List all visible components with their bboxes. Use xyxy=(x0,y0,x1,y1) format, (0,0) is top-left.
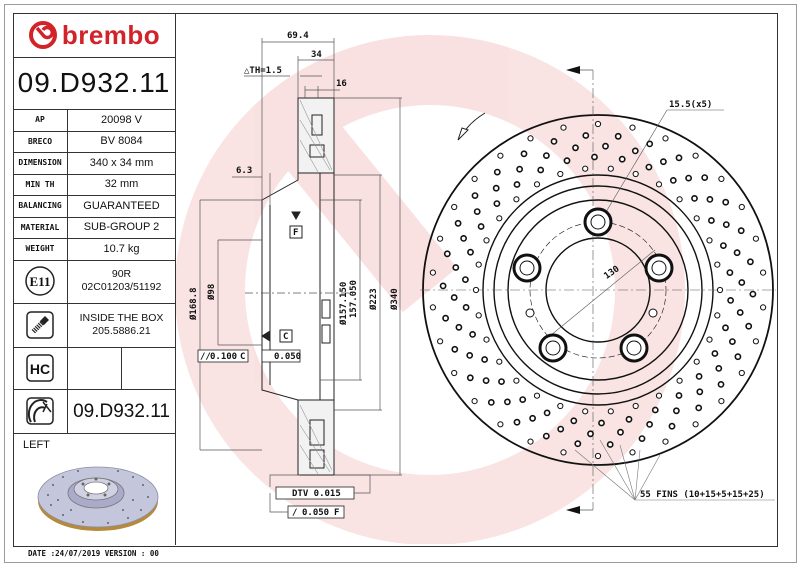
spec-key: MIN TH xyxy=(13,173,68,195)
preview-row: LEFT xyxy=(13,433,175,545)
spec-key: BALANCING xyxy=(13,195,68,217)
spec-value: SUB-GROUP 2 xyxy=(83,221,160,234)
dim-d168: Ø168.8 xyxy=(188,287,199,321)
dim-overall-width: 69.4 xyxy=(287,31,309,41)
spec-key: WEIGHT xyxy=(13,238,68,260)
approval-code: 90R xyxy=(111,268,132,280)
hardware-note: INSIDE THE BOX xyxy=(79,312,164,324)
spec-row-dimension: DIMENSION 340 x 34 mm xyxy=(13,152,175,175)
disc-3d-preview xyxy=(37,466,159,531)
dim-slot: 16 xyxy=(336,79,347,89)
screw-icon xyxy=(26,311,54,339)
spec-key: DIMENSION xyxy=(13,152,68,174)
brand-logo: brembo xyxy=(13,13,175,58)
datum-c: C xyxy=(283,332,288,342)
svg-text://: // xyxy=(200,352,211,362)
coating-row: HC xyxy=(13,347,175,390)
spec-value: 32 mm xyxy=(104,178,139,191)
svg-text:E11: E11 xyxy=(30,274,51,289)
dim-bolt-hole: 15.5(x5) xyxy=(669,100,712,110)
tol-parallel-ref: C xyxy=(240,352,245,362)
technical-drawing: 69.4 34 △TH=1.5 16 6.3 Ø168.8 Ø98 Ø157.1… xyxy=(176,31,776,544)
kit-row: 09.D932.11 xyxy=(13,389,175,434)
footer-date-version: DATE :24/07/2019 VERSION : 00 xyxy=(28,549,159,558)
side-label: LEFT xyxy=(23,439,50,451)
dim-d157b: 157.050 xyxy=(349,280,359,318)
e11-approval-icon: E11 xyxy=(25,266,55,296)
drawing-frame xyxy=(13,13,778,547)
dim-d157: Ø157.150 xyxy=(338,282,349,326)
kit-part-number: 09.D932.11 xyxy=(73,400,170,422)
spec-value: 340 x 34 mm xyxy=(89,156,154,169)
tol-parallel: 0.100 xyxy=(210,352,237,362)
spec-row-material: MATERIAL SUB-GROUP 2 xyxy=(13,216,175,239)
tol-runout: 0.050 xyxy=(302,508,329,518)
dim-d223: Ø223 xyxy=(368,288,379,311)
spec-key: BRECO xyxy=(13,130,68,152)
dim-d340: Ø340 xyxy=(389,288,400,311)
tol-flatness: 0.050 xyxy=(274,352,301,362)
sheet-border xyxy=(4,4,797,563)
hc-icon: HC xyxy=(26,354,54,382)
brand-name: brembo xyxy=(61,19,161,50)
spec-value: GUARANTEED xyxy=(83,199,160,212)
spec-row-balancing: BALANCING GUARANTEED xyxy=(13,195,175,218)
svg-text:HC: HC xyxy=(30,361,50,377)
spec-value: 10.7 kg xyxy=(103,242,140,255)
dim-hat-offset: 6.3 xyxy=(236,166,252,176)
spec-value: 20098 V xyxy=(101,113,142,126)
datum-f: F xyxy=(293,228,298,238)
part-number: 09.D932.11 xyxy=(13,57,175,110)
bolt-holes xyxy=(512,207,674,363)
spec-key: MATERIAL xyxy=(13,216,68,238)
dim-d98: Ø98 xyxy=(206,284,217,301)
dim-delta-th: △TH=1.5 xyxy=(244,66,282,76)
tol-runout-ref: F xyxy=(334,508,339,518)
hardware-part-number: 205.5886.21 xyxy=(92,325,151,337)
dim-fins: 55 FINS (10+15+5+15+25) xyxy=(640,490,765,500)
spec-row-weight: WEIGHT 10.7 kg xyxy=(13,238,175,261)
spec-value: BV 8084 xyxy=(100,135,143,148)
disc-pad-kit-icon xyxy=(26,397,54,425)
drill-holes xyxy=(429,120,767,460)
spec-key: AP xyxy=(13,109,68,131)
brembo-logo-icon xyxy=(28,21,57,49)
spec-row-breco: BRECO BV 8084 xyxy=(13,130,175,153)
svg-text:/: / xyxy=(292,508,297,518)
spec-row-ap: AP 20098 V xyxy=(13,109,175,132)
dim-thickness: 34 xyxy=(311,50,322,60)
spec-row-min-th: MIN TH 32 mm xyxy=(13,173,175,196)
approval-number: 02C01203/51192 xyxy=(81,281,162,293)
tol-dtv: DTV 0.015 xyxy=(292,489,341,499)
